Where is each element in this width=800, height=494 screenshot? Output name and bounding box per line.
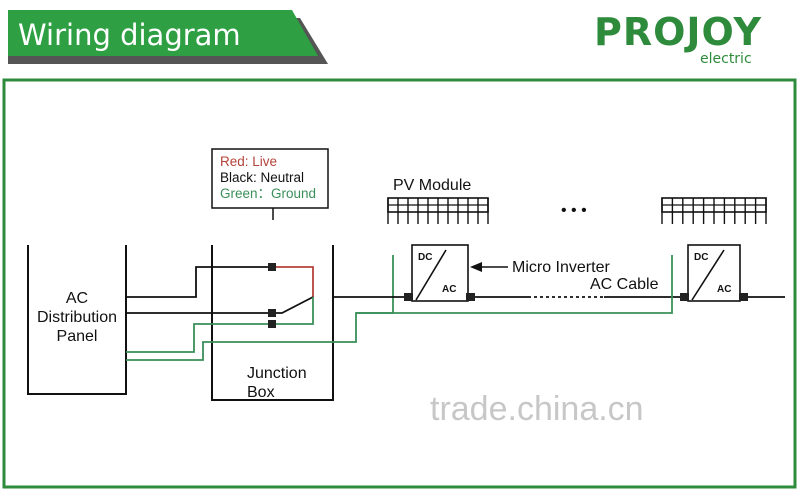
terminal-ground bbox=[268, 320, 276, 328]
legend-live: Red: Live bbox=[220, 154, 277, 169]
wire-ground-2 bbox=[126, 255, 394, 361]
pv-module-label: PV Module bbox=[393, 177, 471, 194]
junction-label-1: Junction bbox=[247, 365, 307, 382]
inverter-terminal-left bbox=[404, 293, 413, 301]
panel-wires bbox=[126, 255, 394, 361]
inverter-terminal-right bbox=[466, 293, 475, 301]
pv-cells bbox=[661, 197, 767, 224]
logo-main-text: PROJOY bbox=[594, 10, 762, 54]
ac-cable-label: AC Cable bbox=[590, 276, 659, 293]
panel-label-1: AC bbox=[66, 290, 88, 307]
logo-sub-text: electric bbox=[700, 51, 752, 67]
color-legend: Red: Live Black: Neutral Green：Ground bbox=[211, 148, 329, 220]
wire-live-red bbox=[272, 266, 314, 297]
title-banner: Wiring diagram bbox=[8, 10, 328, 64]
diagram-frame bbox=[2, 78, 797, 489]
more-modules-ellipsis: • • • bbox=[561, 202, 587, 219]
micro-inverter-label: Micro Inverter bbox=[512, 259, 610, 276]
projoy-logo: PROJOY electric bbox=[594, 10, 762, 67]
pv-module-2: DC AC bbox=[661, 197, 767, 302]
pv-module-1: PV Module DC AC bbox=[387, 177, 489, 302]
watermark: trade.china.cn bbox=[430, 390, 644, 428]
wire-neutral-switch bbox=[126, 296, 314, 314]
panel-label-3: Panel bbox=[57, 328, 98, 345]
dc-label: DC bbox=[694, 252, 708, 263]
arrow-head-icon bbox=[470, 262, 482, 272]
banner-fill bbox=[8, 10, 318, 56]
panel-outline bbox=[27, 245, 127, 395]
inverter-terminal-right bbox=[739, 293, 748, 301]
inverter-diagonal bbox=[691, 249, 725, 301]
terminal-live bbox=[268, 263, 276, 271]
wire-ground-1 bbox=[126, 297, 314, 353]
ground-trunk bbox=[356, 255, 673, 314]
pv-cells bbox=[387, 197, 489, 224]
inverter-diagonal bbox=[415, 249, 447, 301]
junction-box: Junction Box bbox=[211, 245, 334, 401]
ac-label: AC bbox=[442, 284, 456, 295]
legend-ground: Green：Ground bbox=[220, 186, 316, 201]
terminal-neutral bbox=[268, 309, 276, 317]
ac-distribution-panel: AC Distribution Panel bbox=[27, 245, 127, 395]
panel-label-2: Distribution bbox=[37, 309, 117, 326]
ac-label: AC bbox=[717, 284, 731, 295]
legend-box bbox=[211, 148, 329, 209]
page-title: Wiring diagram bbox=[18, 18, 241, 52]
wire-live-black bbox=[126, 266, 272, 298]
inverter-terminal-left bbox=[680, 293, 689, 301]
junction-outline bbox=[211, 245, 334, 401]
legend-neutral: Black: Neutral bbox=[220, 170, 304, 185]
junction-label-2: Box bbox=[247, 384, 275, 401]
dc-label: DC bbox=[418, 252, 432, 263]
